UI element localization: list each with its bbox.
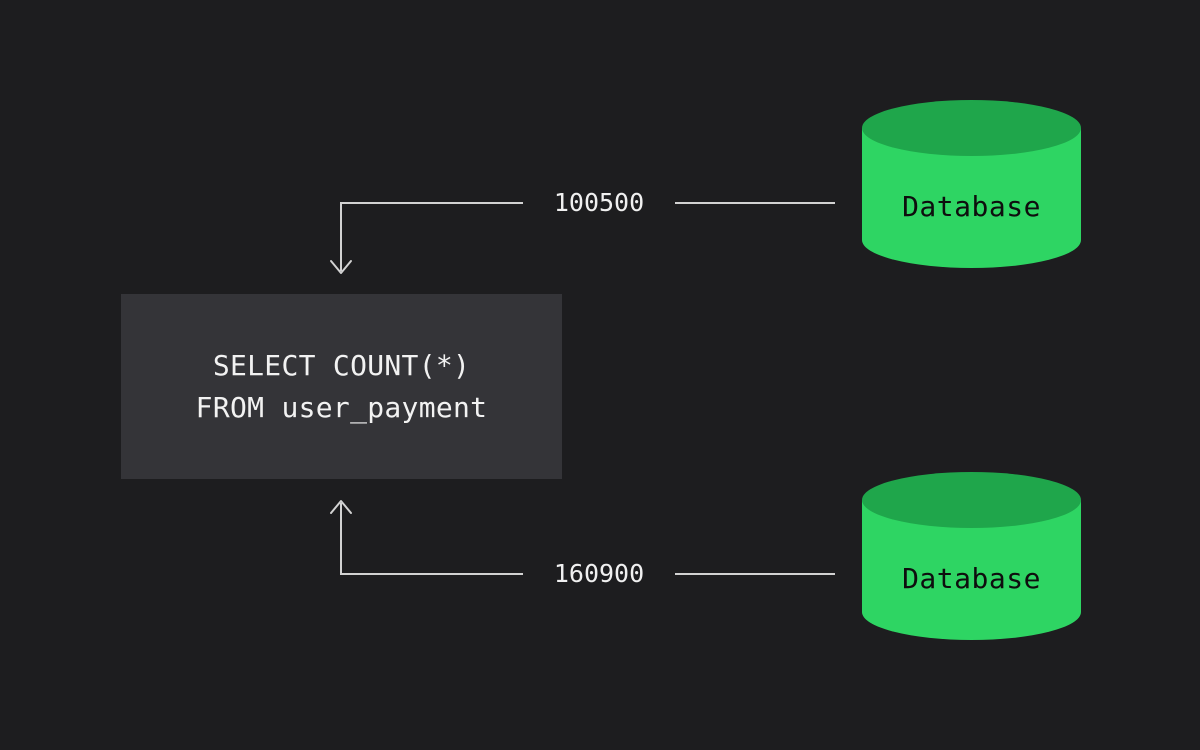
cylinder-top-face (862, 100, 1081, 156)
count-label-bottom: 160900 (553, 559, 645, 588)
arrowhead-up-icon (330, 500, 352, 514)
database-label-top: Database (902, 190, 1041, 223)
arrowhead-down-icon (330, 260, 352, 274)
sql-query-box: SELECT COUNT(*) FROM user_payment (121, 294, 562, 479)
cylinder-top-face (862, 472, 1081, 528)
sql-query-line-1: SELECT COUNT(*) (212, 348, 471, 382)
database-label-bottom: Database (902, 562, 1041, 595)
count-label-top: 100500 (553, 188, 645, 217)
sql-query-line-2: FROM user_payment (195, 390, 488, 424)
database-node-bottom: Database (862, 472, 1081, 640)
database-node-top: Database (862, 100, 1081, 268)
